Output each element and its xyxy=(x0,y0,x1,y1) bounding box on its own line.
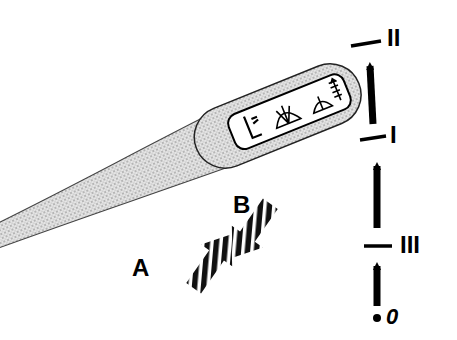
position-label: I xyxy=(390,123,397,147)
stalk xyxy=(0,54,370,271)
wiper-icon xyxy=(270,101,301,128)
position-scale xyxy=(351,41,392,322)
position-label: III xyxy=(400,233,420,257)
interval-icon xyxy=(304,78,344,114)
position-label: II xyxy=(387,26,400,50)
washer-icon xyxy=(244,112,264,138)
position-label: 0 xyxy=(386,306,398,328)
position-label: B xyxy=(233,193,250,217)
position-label: A xyxy=(132,256,149,280)
arrow-b xyxy=(217,193,286,269)
